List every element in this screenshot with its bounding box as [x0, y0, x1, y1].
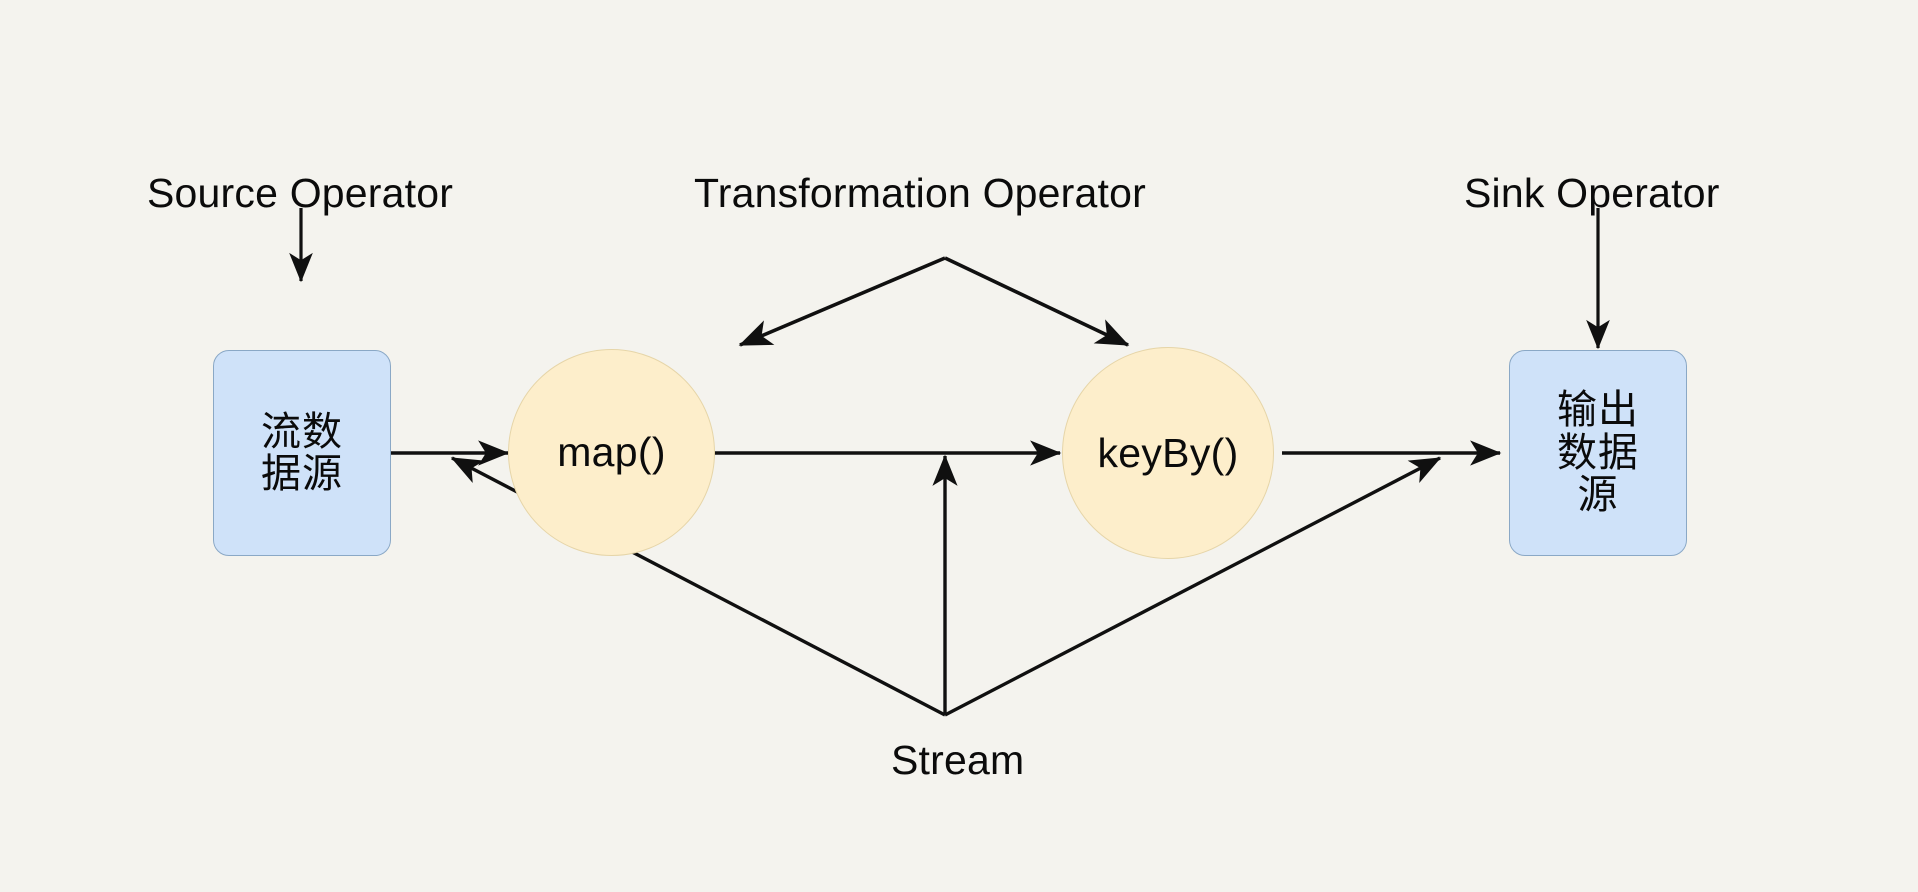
node-keyby-operator[interactable]: keyBy() — [1062, 347, 1274, 559]
connector-transformation-to-map — [738, 256, 946, 347]
connector-transformation-to-keyby — [944, 256, 1130, 347]
connector-stream-to-keyby-sink-edge — [944, 456, 1442, 717]
label-sink-operator: Sink Operator — [1464, 170, 1720, 216]
node-map-operator[interactable]: map() — [508, 349, 715, 556]
node-map-label: map() — [557, 429, 666, 475]
node-sink-label: 输出 数据 源 — [1557, 388, 1639, 518]
node-keyby-label: keyBy() — [1097, 429, 1239, 476]
label-transformation-operator: Transformation Operator — [694, 170, 1146, 216]
node-source-data-stream[interactable]: 流数 据源 — [213, 350, 391, 556]
node-source-label: 流数 据源 — [261, 409, 343, 496]
node-sink-data-stream[interactable]: 输出 数据 源 — [1509, 350, 1687, 556]
label-stream: Stream — [891, 737, 1025, 783]
label-source-operator: Source Operator — [147, 170, 454, 216]
